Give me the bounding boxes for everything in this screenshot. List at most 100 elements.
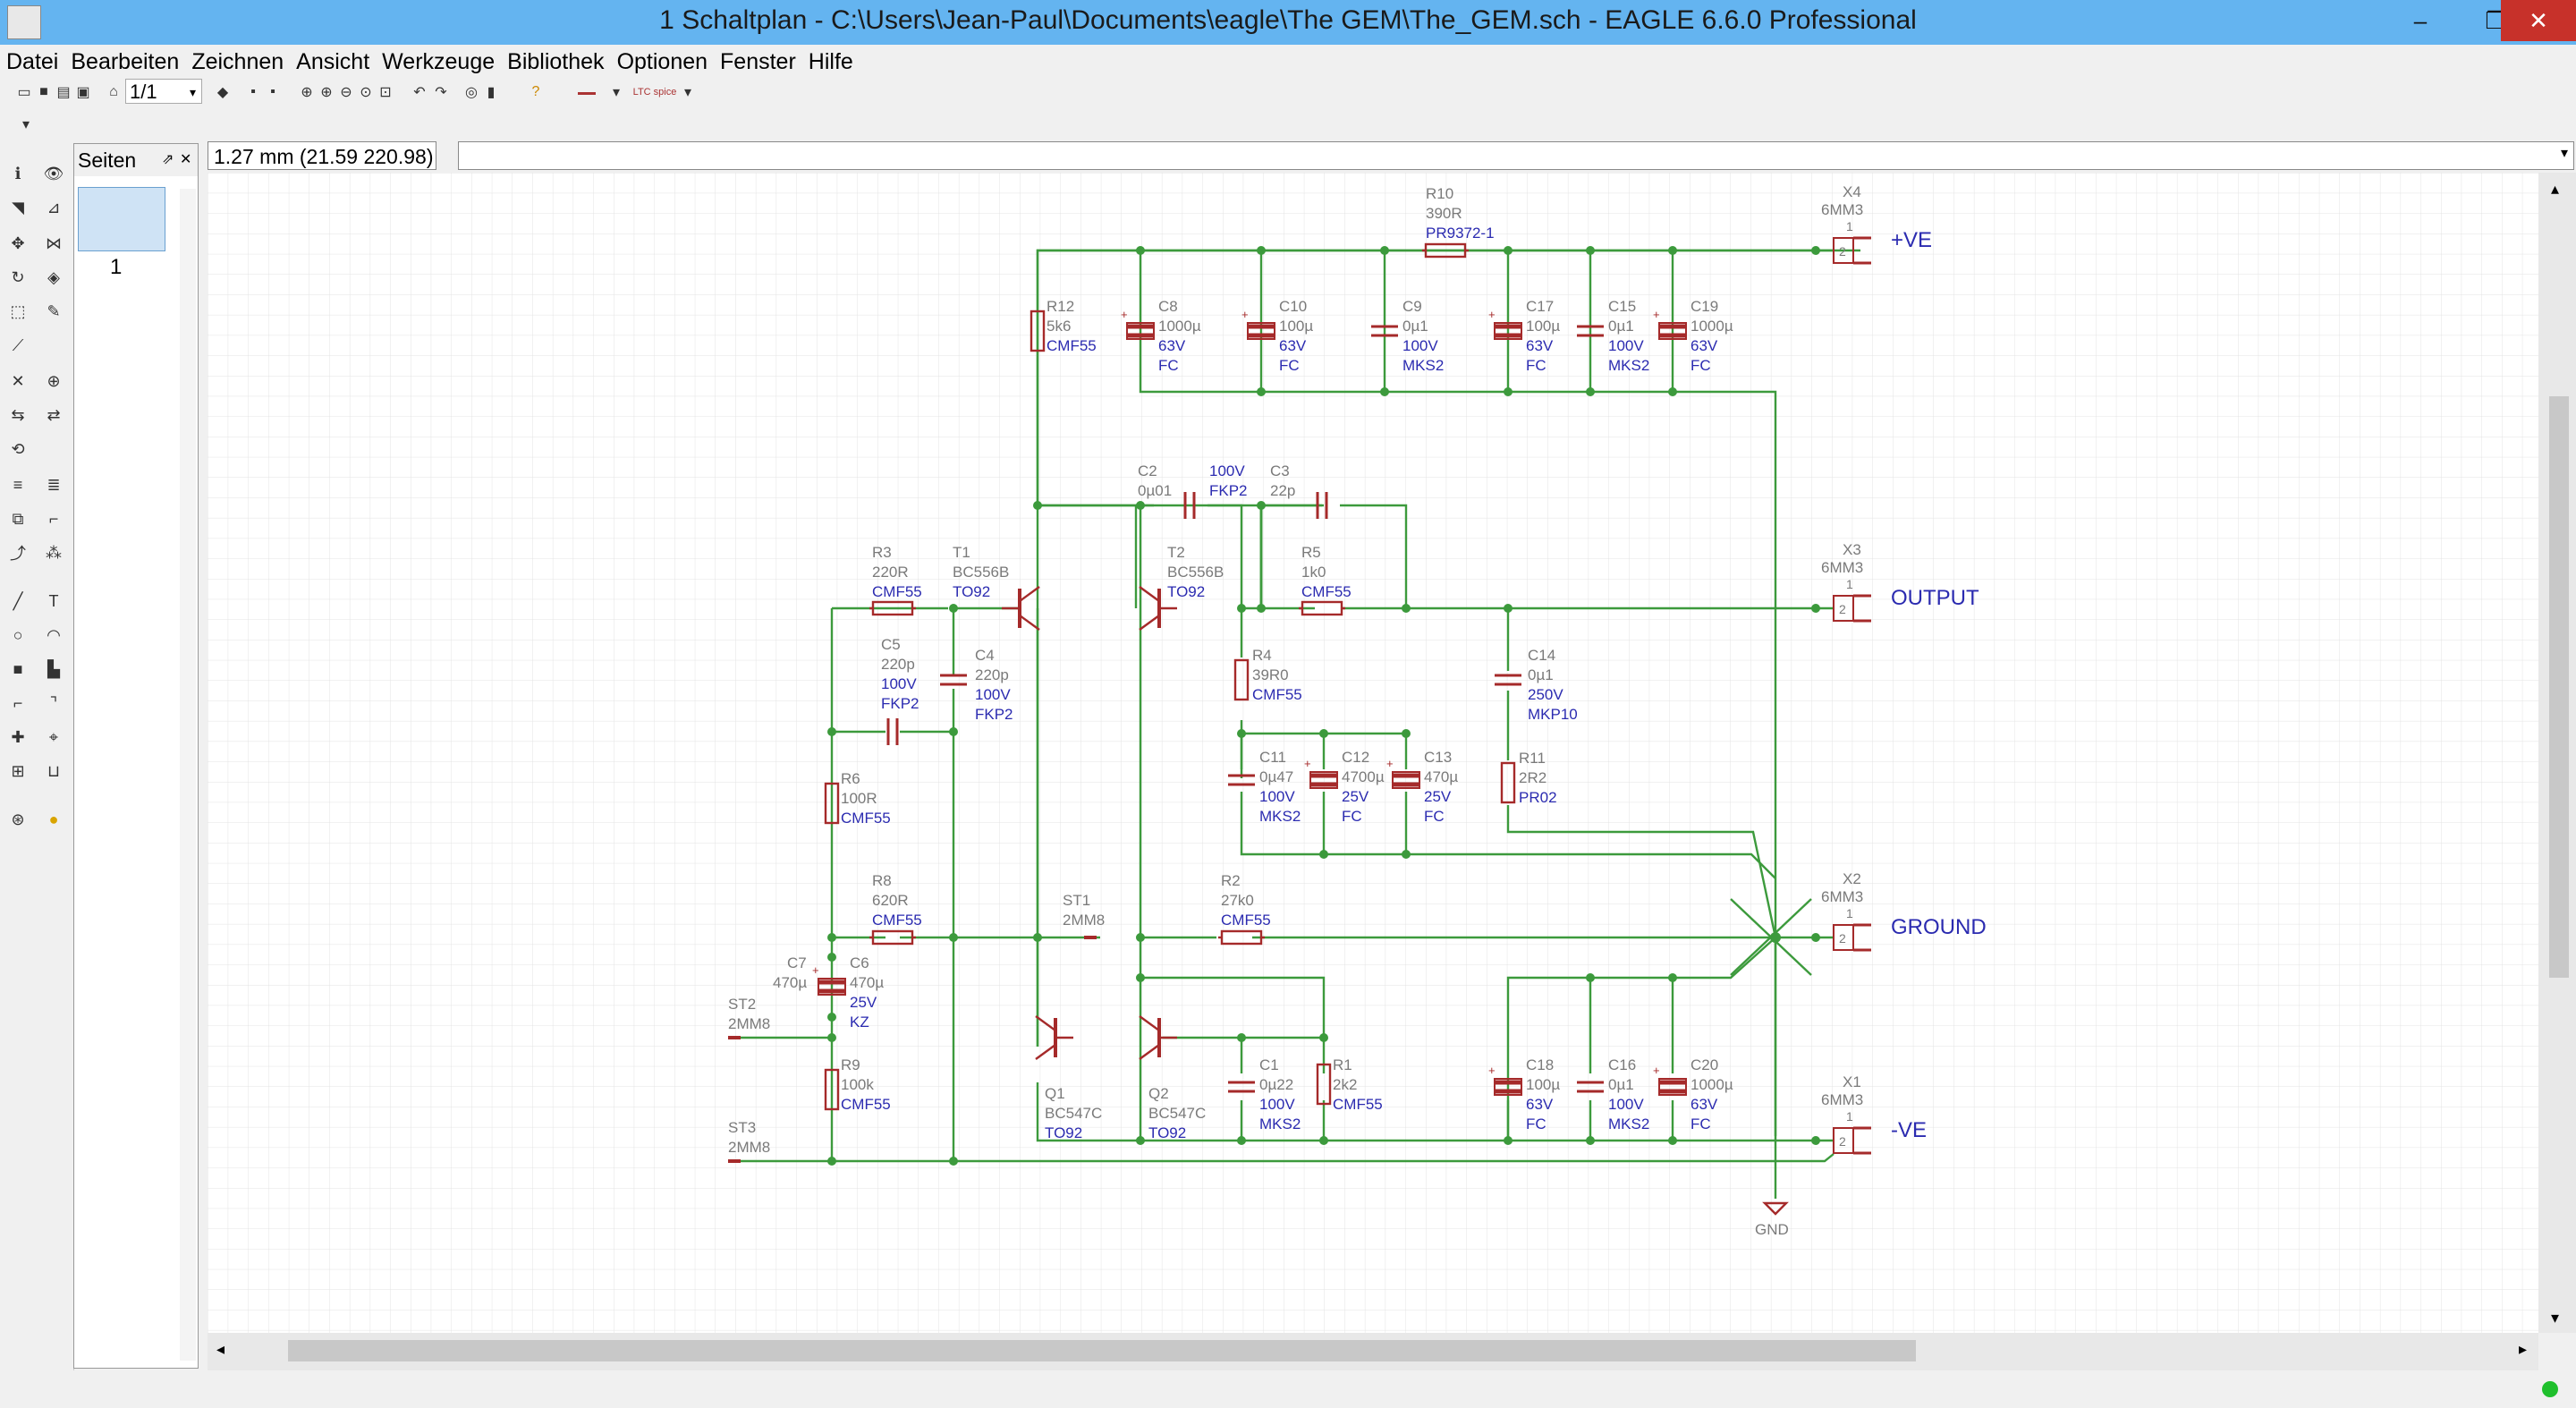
add-icon[interactable]: ⊕ xyxy=(47,371,61,390)
info-icon[interactable]: ℹ xyxy=(14,164,21,182)
board-icon[interactable]: ◆ xyxy=(216,85,229,100)
pages-scrollbar[interactable] xyxy=(180,189,196,1361)
ltc-spice-icon[interactable]: LTC spice xyxy=(632,87,677,98)
mark-icon[interactable]: ⊿ xyxy=(47,198,61,216)
chevron-down-icon[interactable]: ▾ xyxy=(2551,1309,2560,1327)
close-button[interactable]: ✕ xyxy=(2501,0,2576,41)
copy-icon[interactable]: ⟋ xyxy=(12,335,24,354)
part-name: R11 xyxy=(1519,750,1546,767)
polygon-icon[interactable]: ▙ xyxy=(47,659,60,678)
menu-fenster[interactable]: Fenster xyxy=(720,49,796,74)
gateswap-icon[interactable]: ⇄ xyxy=(47,405,61,424)
part-type: FC xyxy=(1158,357,1179,374)
script-icon[interactable]: ▪ xyxy=(270,84,275,99)
chevron-up-icon[interactable]: ▴ xyxy=(2551,180,2560,198)
menu-werkzeuge[interactable]: Werkzeuge xyxy=(382,49,496,74)
menu-bibliothek[interactable]: Bibliothek xyxy=(507,49,605,74)
horizontal-scrollbar[interactable]: ◂ ▸ xyxy=(208,1333,2538,1370)
menu-hilfe[interactable]: Hilfe xyxy=(808,49,853,74)
page-thumbnail[interactable] xyxy=(78,187,165,251)
zoom-redraw-icon[interactable]: ⊙ xyxy=(360,85,372,100)
invoke-icon[interactable]: ⁂ xyxy=(46,543,62,562)
menu-bearbeiten[interactable]: Bearbeiten xyxy=(71,49,180,74)
name-icon[interactable]: ≡ xyxy=(13,475,23,494)
wire-icon[interactable]: ╱ xyxy=(13,591,23,610)
pinswap-icon[interactable]: ⇆ xyxy=(11,405,25,424)
lock-icon[interactable]: ⌂ xyxy=(109,84,118,99)
sheet-select[interactable]: 1/1▾ xyxy=(125,79,202,104)
dropdown-arrow-icon[interactable]: ▾ xyxy=(683,85,692,100)
show-icon[interactable]: 👁 xyxy=(43,164,64,182)
undo-icon[interactable]: ↶ xyxy=(413,85,426,100)
part-name: C8 xyxy=(1158,298,1178,315)
part-value: 100k xyxy=(841,1076,874,1093)
zoom-fit-icon[interactable]: ⊕ xyxy=(301,85,313,100)
change-icon[interactable]: ⬚ xyxy=(10,301,26,320)
go-icon[interactable]: ▮ xyxy=(487,85,496,100)
part-name: C3 xyxy=(1270,462,1290,479)
part-name: C17 xyxy=(1526,298,1554,315)
menu-optionen[interactable]: Optionen xyxy=(616,49,708,74)
paste-icon[interactable]: ✎ xyxy=(47,301,61,320)
part-value: 5k6 xyxy=(1046,318,1071,335)
cam-icon[interactable]: ▣ xyxy=(76,85,90,100)
open-icon[interactable]: ▭ xyxy=(17,85,31,100)
title-bar: 1 Schaltplan - C:\Users\Jean-Paul\Docume… xyxy=(0,0,2576,45)
close-icon[interactable]: ✕ xyxy=(180,152,192,167)
split-icon[interactable]: ⤴ xyxy=(10,545,26,563)
circle-icon[interactable]: ○ xyxy=(13,625,23,644)
label-icon[interactable]: ⌖ xyxy=(48,727,59,746)
move-icon[interactable]: ✥ xyxy=(11,233,25,252)
design-link-icon[interactable]: ▬▬ xyxy=(578,87,596,98)
junction-icon[interactable]: ✚ xyxy=(11,727,25,746)
mirror-icon[interactable]: ⋈ xyxy=(46,233,62,252)
redo-icon[interactable]: ↷ xyxy=(435,85,447,100)
ulp-icon[interactable]: ▪ xyxy=(250,84,256,99)
menu-zeichnen[interactable]: Zeichnen xyxy=(191,49,284,74)
erc-icon[interactable]: ⊛ xyxy=(11,810,25,828)
part-name: T1 xyxy=(953,544,970,561)
zoom-out-icon[interactable]: ⊖ xyxy=(340,85,352,100)
net-icon[interactable]: ⌝ xyxy=(49,693,58,712)
menu-datei[interactable]: Datei xyxy=(6,49,59,74)
minimize-button[interactable]: – xyxy=(2413,6,2428,34)
vertical-scroll-thumb[interactable] xyxy=(2549,396,2569,978)
delete-icon[interactable]: ✕ xyxy=(11,371,25,390)
smash-icon[interactable]: ⧉ xyxy=(12,509,24,528)
replace-icon[interactable]: ⟲ xyxy=(11,439,25,458)
text-icon[interactable]: T xyxy=(48,591,59,610)
group-icon[interactable]: ◈ xyxy=(47,267,60,286)
stop-icon[interactable]: ◎ xyxy=(465,85,478,100)
errors-icon[interactable]: ● xyxy=(48,810,59,828)
chevron-down-icon[interactable]: ▾ xyxy=(21,117,30,132)
attribute-icon[interactable]: ⊞ xyxy=(11,761,25,780)
part-voltage: 100V xyxy=(975,686,1011,703)
zoom-select-icon[interactable]: ⊡ xyxy=(379,85,392,100)
connector-pin-label: 2 xyxy=(1839,1134,1846,1149)
maximize-button[interactable]: ❐ xyxy=(2485,6,2506,34)
bus-icon[interactable]: ⌐ xyxy=(13,693,23,712)
menu-ansicht[interactable]: Ansicht xyxy=(296,49,370,74)
horizontal-scroll-thumb[interactable] xyxy=(288,1340,1916,1361)
miter-icon[interactable]: ⌐ xyxy=(48,509,59,528)
vertical-scrollbar[interactable]: ▴ ▾ xyxy=(2538,173,2576,1333)
part-name: C7 xyxy=(787,954,807,971)
save-icon[interactable]: ■ xyxy=(39,84,48,99)
pin-icon[interactable]: ⇗ xyxy=(162,152,174,167)
app-icon[interactable] xyxy=(7,5,41,39)
dropdown-arrow-icon[interactable]: ▾ xyxy=(612,85,621,100)
value-icon[interactable]: ≣ xyxy=(47,475,61,494)
help-icon[interactable]: ? xyxy=(531,84,540,99)
print-icon[interactable]: ▤ xyxy=(56,85,71,100)
rotate-icon[interactable]: ↻ xyxy=(11,267,25,286)
chevron-left-icon[interactable]: ◂ xyxy=(216,1340,225,1358)
arc-icon[interactable]: ◠ xyxy=(47,625,61,644)
command-input[interactable]: ▾ xyxy=(458,141,2574,170)
chevron-down-icon[interactable]: ▾ xyxy=(2560,146,2568,161)
zoom-in-icon[interactable]: ⊕ xyxy=(320,85,333,100)
chevron-right-icon[interactable]: ▸ xyxy=(2519,1340,2528,1358)
rect-icon[interactable]: ■ xyxy=(13,659,23,678)
dimension-icon[interactable]: ⊔ xyxy=(47,761,61,780)
display-icon[interactable]: ◥ xyxy=(12,198,24,216)
